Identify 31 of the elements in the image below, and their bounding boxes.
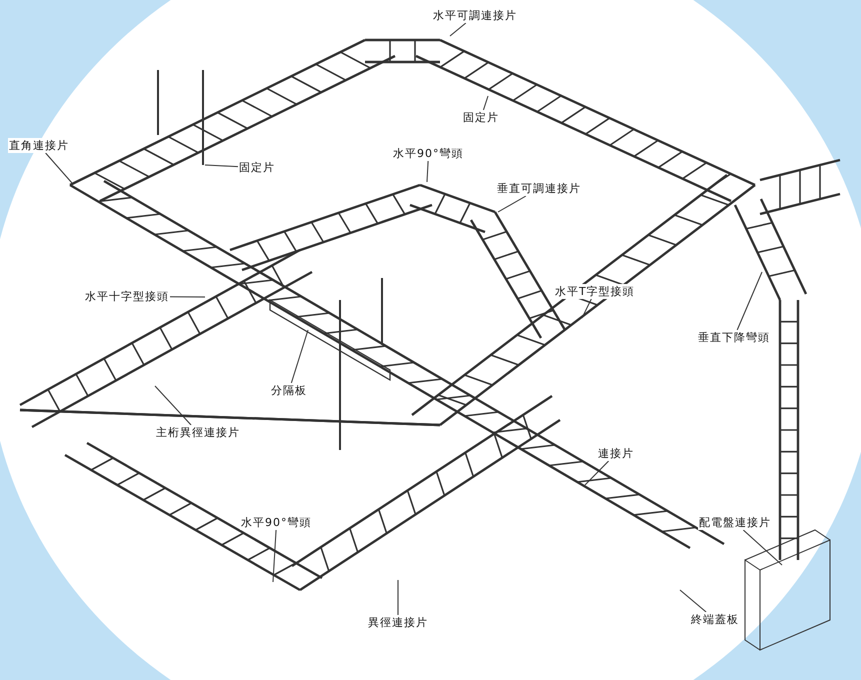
part-label: 水平90°彎頭 [240, 515, 312, 530]
part-label: 固定片 [238, 160, 276, 175]
leader-line [482, 96, 488, 110]
part-label: 水平可調連接片 [432, 8, 518, 23]
leader-line [204, 164, 238, 168]
part-label: 異徑連接片 [367, 615, 429, 630]
leader-line [426, 160, 429, 182]
leader-line [742, 530, 782, 566]
part-label: 分隔板 [270, 383, 308, 398]
leader-line [736, 272, 762, 330]
leader-line [290, 330, 308, 384]
leader-line [170, 296, 206, 298]
leader-line [582, 298, 592, 318]
part-label: 垂直可調連接片 [496, 181, 582, 196]
part-label: 配電盤連接片 [698, 515, 772, 530]
part-label: 主桁異徑連接片 [155, 425, 241, 440]
leader-line [450, 22, 466, 36]
part-label: 直角連接片 [8, 138, 70, 153]
part-label: 垂直下降彎頭 [697, 330, 771, 345]
part-label: 水平十字型接頭 [84, 289, 170, 304]
part-label: 水平90°彎頭 [392, 146, 464, 161]
leader-line [680, 590, 707, 612]
leader-line [272, 530, 277, 582]
part-label: 終端蓋板 [690, 612, 740, 627]
leader-line [498, 196, 526, 212]
part-label: 連接片 [597, 446, 635, 461]
part-label: 固定片 [462, 110, 500, 125]
leader-line [154, 386, 192, 426]
part-label: 水平T字型接頭 [554, 284, 636, 299]
leader-line [584, 460, 610, 486]
leader-line [45, 152, 72, 184]
